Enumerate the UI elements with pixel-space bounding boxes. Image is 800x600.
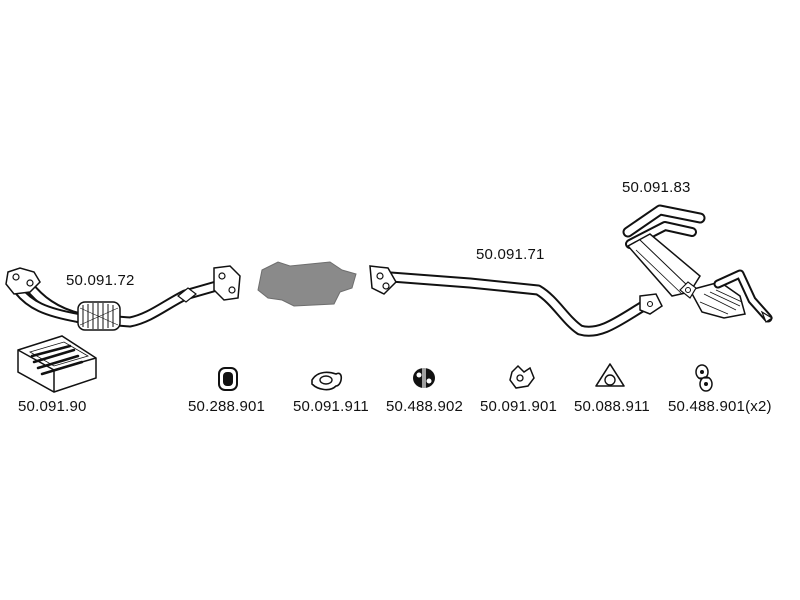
part-number-front-pipe: 50.091.72 bbox=[66, 272, 135, 289]
part-number-hanger-2: 50.488.902 bbox=[386, 398, 464, 415]
part-number-hanger-1: 50.288.901 bbox=[188, 398, 266, 415]
part-number-clamp-1: 50.091.901 bbox=[480, 398, 558, 415]
part-number-gasket-2: 50.088.911 bbox=[574, 398, 650, 415]
clamp-icon[interactable] bbox=[509, 364, 535, 389]
part-number-hanger-3: 50.488.901(x2) bbox=[668, 398, 772, 415]
rear-silencer-part[interactable] bbox=[622, 204, 774, 323]
rubber-mount-icon[interactable] bbox=[413, 368, 435, 388]
part-number-middle-pipe: 50.091.71 bbox=[476, 246, 545, 263]
hanger-bracket-icon[interactable] bbox=[695, 364, 713, 392]
part-number-gasket-1: 50.091.911 bbox=[293, 398, 369, 415]
front-pipe-part[interactable] bbox=[5, 265, 241, 331]
mounting-kit-box-icon[interactable] bbox=[17, 335, 97, 393]
catalytic-converter-icon[interactable] bbox=[257, 261, 357, 307]
gasket-icon[interactable] bbox=[311, 371, 343, 391]
part-number-rear-silencer: 50.091.83 bbox=[622, 179, 691, 196]
triangular-gasket-icon[interactable] bbox=[595, 363, 625, 387]
rubber-hanger-icon[interactable] bbox=[218, 367, 238, 391]
middle-pipe-part[interactable] bbox=[369, 265, 663, 337]
part-number-mounting-kit: 50.091.90 bbox=[18, 398, 87, 415]
